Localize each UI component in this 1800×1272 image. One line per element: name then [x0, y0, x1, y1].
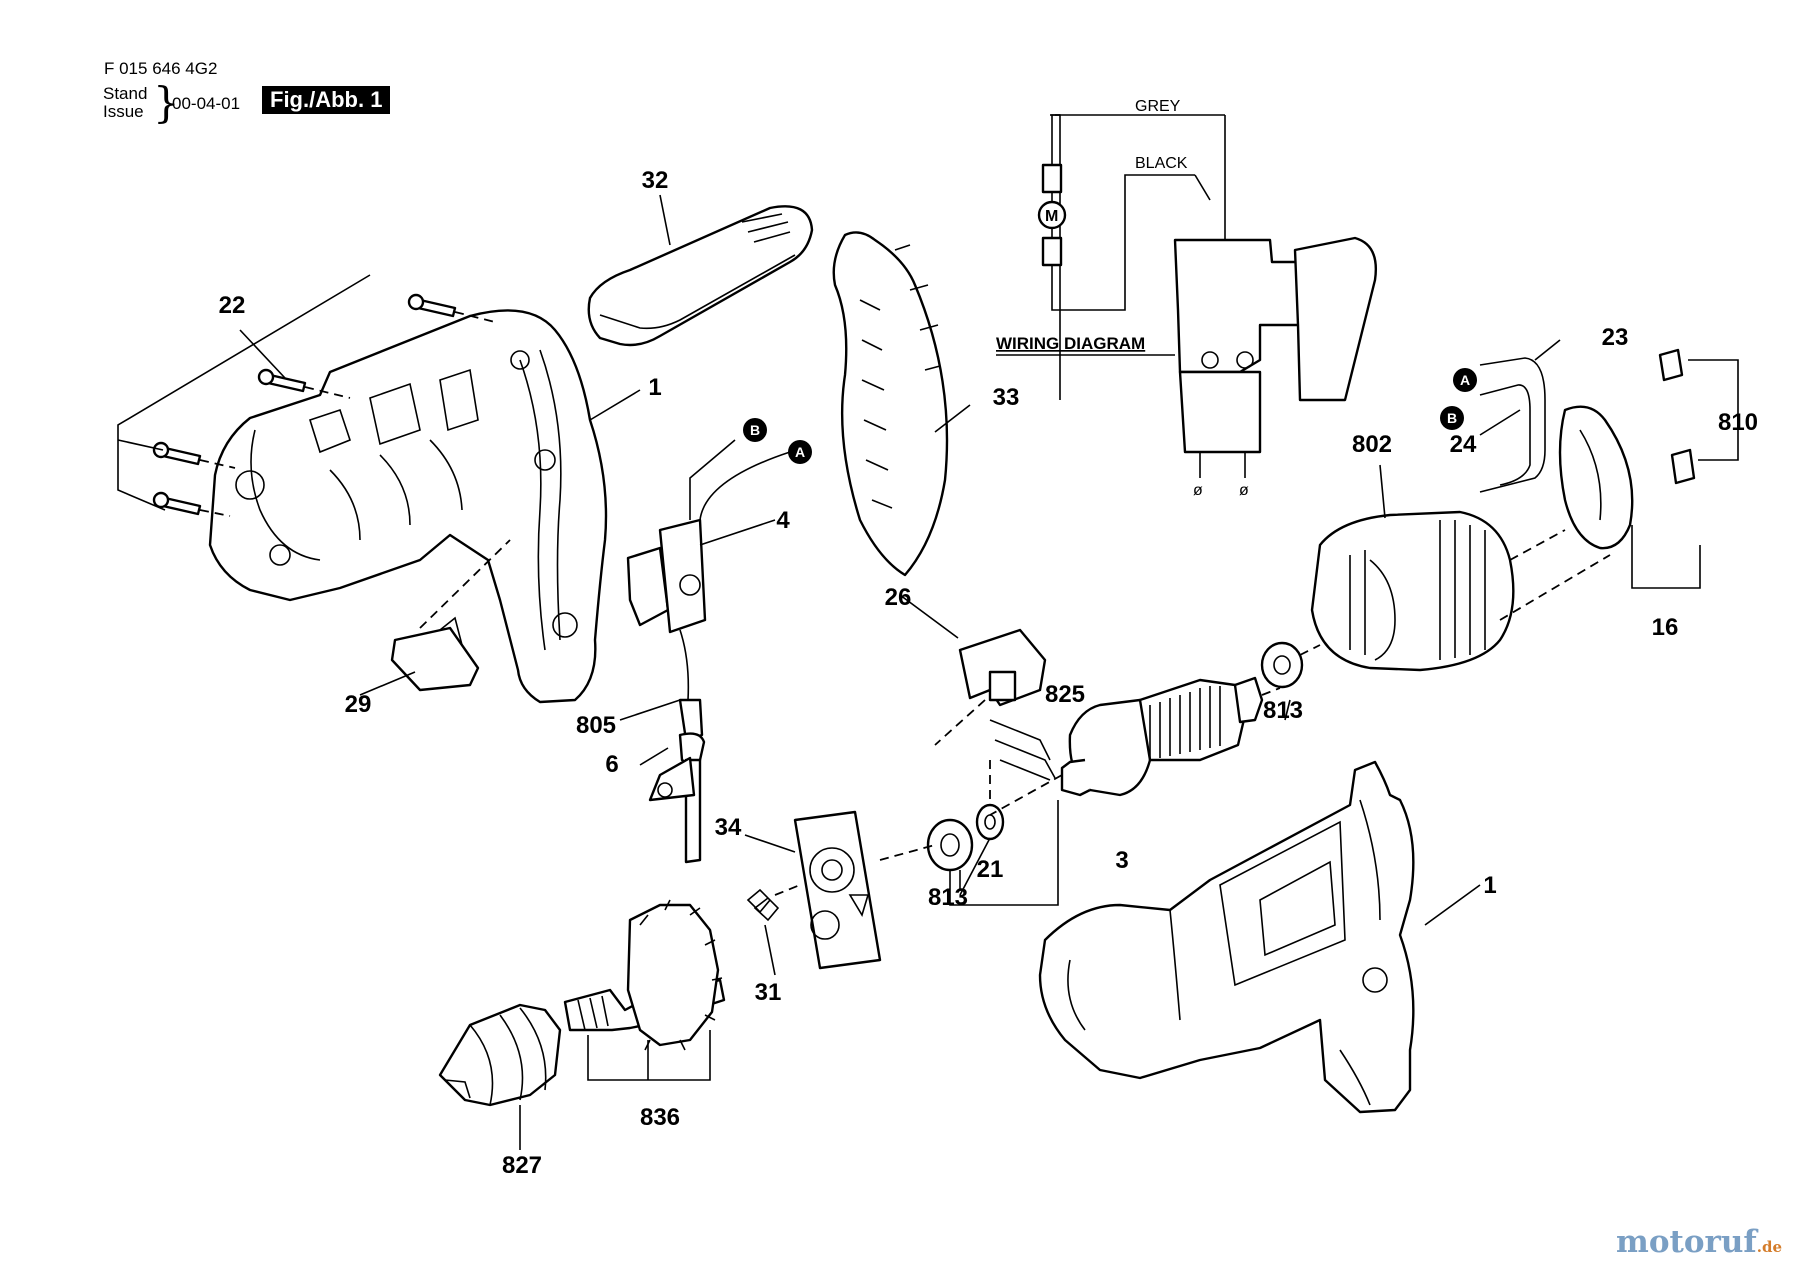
part-1-housing-half — [208, 309, 608, 704]
part-810-brushes — [1658, 348, 1739, 485]
callout-3: 3 — [1115, 847, 1128, 874]
part-26-bracket — [934, 628, 1047, 746]
callout-16: 16 — [1652, 614, 1679, 641]
stand-label: Stand — [103, 84, 148, 103]
part-1-housing — [1038, 760, 1415, 1114]
part-31-spring — [746, 884, 801, 922]
part-16-brush-holder — [1558, 405, 1701, 589]
svg-text:B: B — [750, 422, 760, 438]
callout-24: 24 — [1450, 431, 1477, 458]
callout-34: 34 — [715, 814, 742, 841]
watermark-logo: motoruf.de — [1616, 1224, 1782, 1260]
issue-date: 00-04-01 — [172, 94, 241, 113]
marker-a-wire: A — [1453, 368, 1477, 392]
callout-29: 29 — [345, 691, 372, 718]
part-32-cover — [587, 205, 814, 347]
brace-glyph: } — [153, 78, 180, 127]
document-number: F 015 646 4G2 — [104, 59, 218, 78]
wire-black-label: BLACK — [1135, 155, 1188, 172]
watermark-suffix: .de — [1756, 1238, 1782, 1256]
part-29-clip — [390, 539, 511, 692]
callout-33: 33 — [993, 384, 1020, 411]
callout-802: 802 — [1352, 431, 1392, 458]
stand-issue-label: Stand Issue — [103, 85, 147, 121]
part-23-24-wires — [1479, 357, 1546, 493]
terminal-right: ø — [1239, 482, 1249, 499]
callout-32: 32 — [642, 167, 669, 194]
callout-26: 26 — [885, 584, 912, 611]
callout-22: 22 — [219, 292, 246, 319]
wire-grey-label: GREY — [1135, 98, 1181, 115]
part-21-washer — [975, 803, 1005, 841]
callout-825: 825 — [1045, 681, 1085, 708]
callout-805: 805 — [576, 712, 616, 739]
part-802-field-coil — [1310, 510, 1611, 672]
part-33-handle-strip — [832, 231, 949, 577]
part-3-armature — [959, 676, 1281, 890]
svg-text:A: A — [1460, 372, 1470, 388]
motor-symbol: M — [1045, 208, 1058, 225]
callout-21: 21 — [977, 856, 1004, 883]
marker-a-switch: A — [788, 440, 812, 464]
callout-31: 31 — [755, 979, 782, 1006]
part-827-chuck — [438, 1003, 562, 1150]
part-836-spindle-gear — [563, 899, 726, 1081]
callout-813-right: 813 — [1263, 697, 1303, 724]
wiring-diagram-title: WIRING DIAGRAM — [996, 334, 1145, 353]
leader-lines — [359, 194, 1561, 976]
terminal-left: ø — [1193, 482, 1203, 499]
callout-836: 836 — [640, 1104, 680, 1131]
callout-4: 4 — [776, 507, 790, 534]
callout-6: 6 — [605, 751, 618, 778]
wiring-diagram — [996, 114, 1377, 478]
marker-b-wire: B — [1440, 406, 1464, 430]
callout-813-left: 813 — [928, 884, 968, 911]
marker-b-switch: B — [743, 418, 767, 442]
part-34-plate — [793, 810, 936, 970]
part-813-bearing-right — [1260, 641, 1321, 689]
part-813-bearing-left — [926, 818, 974, 872]
issue-label: Issue — [103, 102, 144, 121]
figure-label: Fig./Abb. 1 — [262, 86, 391, 114]
part-4-switch — [626, 439, 791, 634]
callout-1-bottom: 1 — [1483, 872, 1496, 899]
callout-23: 23 — [1602, 324, 1629, 351]
callout-810: 810 — [1718, 409, 1758, 436]
svg-text:B: B — [1447, 410, 1457, 426]
callout-1-top: 1 — [648, 374, 661, 401]
screws-22 — [117, 274, 496, 517]
watermark-main: motoruf — [1616, 1224, 1757, 1260]
part-805-cable — [648, 629, 706, 864]
part-825-springs — [989, 719, 1056, 800]
callout-827: 827 — [502, 1152, 542, 1179]
svg-text:A: A — [795, 444, 805, 460]
